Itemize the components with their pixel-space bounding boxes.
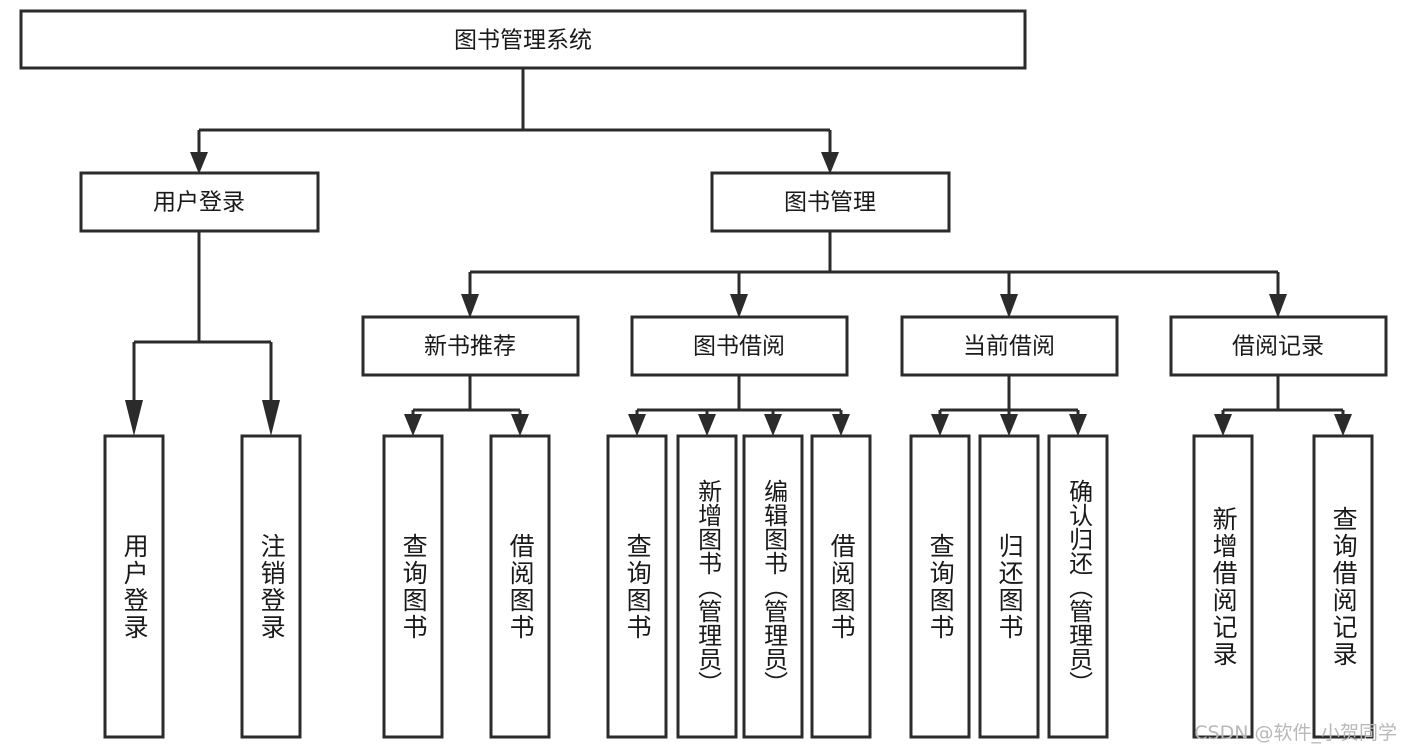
leaf-box-return-book[interactable] — [978, 434, 1040, 739]
leaf-box-edit-book-admin[interactable] — [742, 434, 804, 739]
node-new-book-recommend[interactable] — [361, 315, 580, 377]
node-layer: 图书管理系统 用户登录 图书管理 新书推荐 图书借阅 当前借阅 借阅记录 — [19, 9, 1388, 739]
node-current-borrow[interactable] — [900, 315, 1119, 377]
arrow-head-currentborrow-leaf-1 — [931, 414, 949, 436]
arrow-head-newbook-leaf-2 — [511, 414, 529, 436]
arrow-head-borrowrecord-leaf-1 — [1214, 414, 1232, 436]
leaf-box-query-book-1[interactable] — [382, 434, 444, 739]
arrow-head-borrowrecord-leaf-2 — [1334, 414, 1352, 436]
node-user-login-label: 用户登录 — [153, 190, 245, 216]
arrow-head-to-current-borrow — [1000, 294, 1018, 318]
leaf-box-query-book-2[interactable] — [606, 434, 668, 739]
node-user-login[interactable] — [79, 171, 320, 233]
node-new-book-recommend-label: 新书推荐 — [424, 334, 516, 360]
watermark-text: CSDN @软件_小贺同学 — [1194, 722, 1397, 744]
leaf-box-add-borrow-record[interactable] — [1192, 434, 1254, 739]
node-book-management[interactable] — [710, 171, 951, 233]
leaf-box-query-borrow-record[interactable] — [1312, 434, 1374, 739]
connector-layer — [125, 68, 1352, 436]
leaf-box-user-login[interactable] — [103, 434, 165, 739]
arrow-head-bookborrow-leaf-2 — [698, 414, 716, 436]
arrow-head-to-new-book-rec — [461, 294, 479, 318]
node-borrow-record[interactable] — [1169, 315, 1388, 377]
node-book-borrow[interactable] — [630, 315, 849, 377]
leaf-box-borrow-book-2[interactable] — [810, 434, 872, 739]
arrow-head-bookborrow-leaf-4 — [832, 414, 850, 436]
arrow-head-bookborrow-leaf-3 — [764, 414, 782, 436]
arrow-head-to-book-borrow — [730, 294, 748, 318]
leaf-box-borrow-book-1[interactable] — [489, 434, 551, 739]
arrow-head-to-borrow-record — [1269, 294, 1287, 318]
node-book-management-label: 图书管理 — [784, 190, 876, 216]
node-borrow-record-label: 借阅记录 — [1232, 334, 1324, 360]
node-root-system-label: 图书管理系统 — [454, 28, 592, 54]
leaf-box-confirm-return-admin[interactable] — [1047, 434, 1109, 739]
arrow-head-leaf-logout-login — [262, 400, 280, 436]
arrow-head-leaf-user-login — [125, 400, 143, 436]
arrow-head-to-user-login — [190, 152, 208, 174]
arrow-head-to-book-manage — [821, 152, 839, 174]
node-current-borrow-label: 当前借阅 — [963, 334, 1055, 360]
arrow-head-currentborrow-leaf-2 — [1000, 414, 1018, 436]
leaf-box-add-book-admin[interactable] — [676, 434, 738, 739]
node-root-system[interactable] — [19, 9, 1027, 70]
leaf-box-query-book-3[interactable] — [909, 434, 971, 739]
arrow-head-newbook-leaf-1 — [404, 414, 422, 436]
leaf-box-logout-login[interactable] — [240, 434, 302, 739]
arrow-head-bookborrow-leaf-1 — [628, 414, 646, 436]
node-book-borrow-label: 图书借阅 — [693, 334, 785, 360]
arrow-head-currentborrow-leaf-3 — [1069, 414, 1087, 436]
